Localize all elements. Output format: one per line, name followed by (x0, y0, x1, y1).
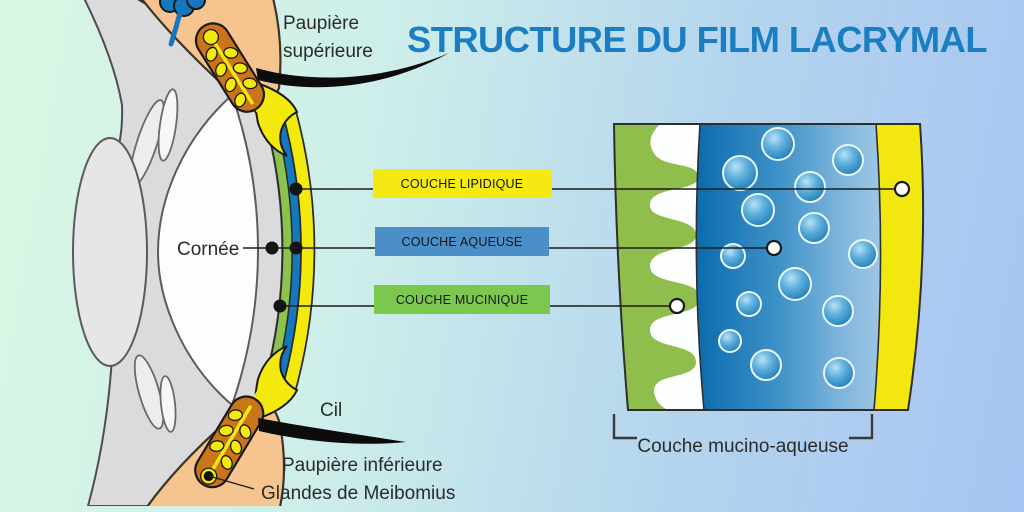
eyelash-upper (256, 53, 449, 88)
film-magnified-panel (612, 123, 925, 411)
mucino-aqueous-label: Couche mucino-aqueuse (637, 436, 848, 457)
anchor-dots (265, 182, 303, 313)
legend-label-mucin: COUCHE MUCINIQUE (396, 293, 528, 307)
cornea-anchor-dot (265, 241, 279, 255)
aqueous-bubbles (718, 127, 878, 389)
legend-label-lipid: COUCHE LIPIDIQUE (401, 177, 524, 191)
panel-mucin-layer (614, 124, 700, 410)
anterior-chamber (156, 93, 260, 407)
aqueous-panel-marker (765, 239, 783, 257)
lipid-layer-arc (281, 108, 314, 392)
label-cornee: Cornée (177, 239, 239, 260)
meibomian-gland-upper (194, 22, 270, 123)
meibomius-pointer-dot (203, 471, 214, 482)
tear-meniscus-lower (254, 345, 299, 421)
label-paupiere-inferieure: Paupière inférieure (282, 455, 443, 476)
meibomius-pointer-line (208, 475, 255, 490)
legend-box-mucin (374, 285, 550, 314)
panel-outline (612, 123, 925, 411)
lipid-panel-marker (893, 180, 911, 198)
page-title: STRUCTURE DU FILM LACRYMAL (407, 19, 987, 60)
lens (72, 137, 148, 367)
layer-legend: COUCHE LIPIDIQUE COUCHE AQUEUSE COUCHE M… (373, 169, 552, 314)
panel-lipid-layer (874, 124, 924, 410)
lacrimal-gland (159, 0, 206, 47)
iris-petal (157, 88, 179, 162)
label-paupiere-superieure-line1: Paupière (283, 13, 359, 34)
label-cil: Cil (320, 400, 342, 421)
lipid-anchor-dot (289, 182, 303, 196)
aqueous-anchor-dot (289, 241, 303, 255)
legend-label-aqueous: COUCHE AQUEUSE (402, 235, 523, 249)
label-glandes-meibomius: Glandes de Meibomius (261, 483, 455, 504)
mucin-panel-marker (668, 297, 686, 315)
panel-aqueous-layer (696, 124, 881, 410)
label-paupiere-superieure-line2: supérieure (283, 41, 373, 62)
legend-box-aqueous (375, 227, 549, 256)
eye-cross-section (72, 0, 449, 506)
tear-meniscus-upper (254, 81, 299, 157)
panel-markers (668, 180, 911, 315)
mucino-aqueous-bracket (612, 414, 874, 440)
eyelash-lower (258, 418, 406, 444)
iris-petal (133, 354, 165, 430)
iris-petal (159, 375, 177, 433)
mucin-anchor-dot (273, 299, 287, 313)
meibomian-gland-lower (194, 385, 265, 489)
legend-box-lipid (373, 169, 552, 198)
